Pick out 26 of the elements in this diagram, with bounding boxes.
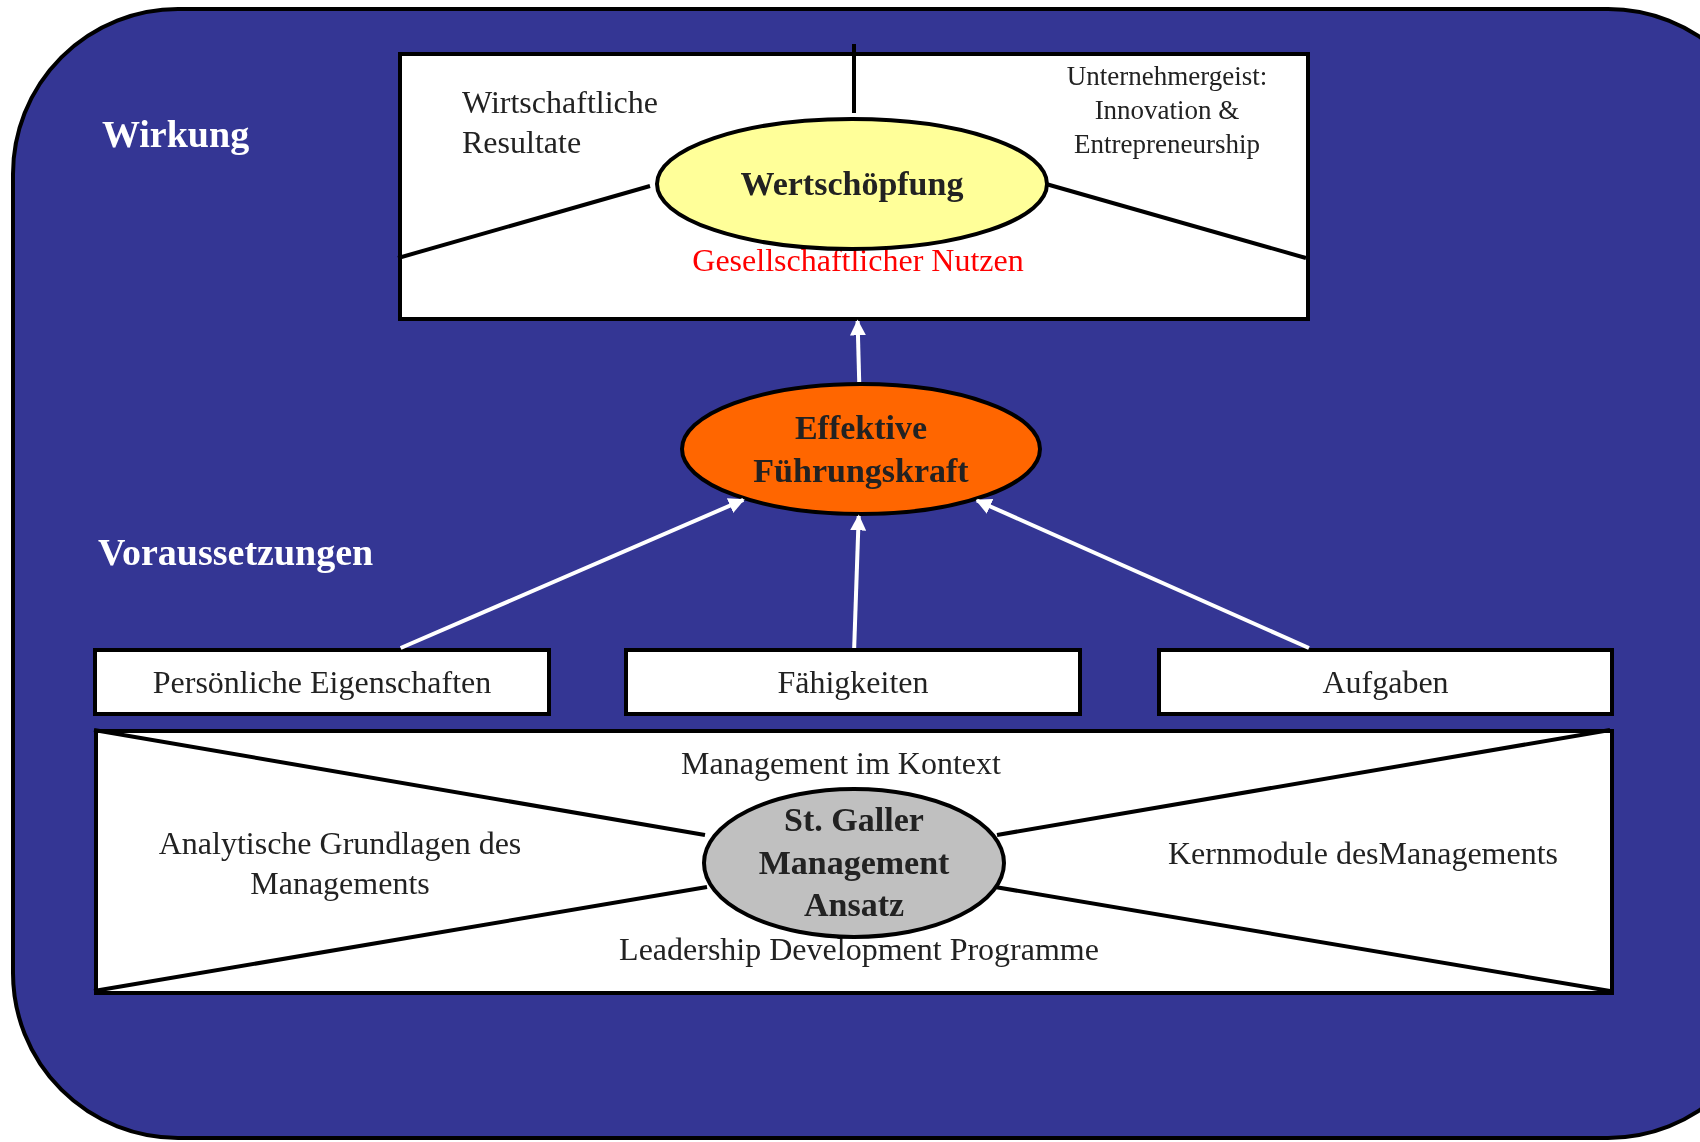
node-text: Fähigkeiten [776,663,930,702]
node-text: St. Galler Management Ansatz [757,800,951,926]
ellipse-node [655,117,1049,251]
node-text: Effektive Führungskraft [752,407,970,491]
section-heading: Voraussetzungen [98,530,374,574]
node-text: Leadership Development Programme [618,930,1100,969]
node-text: Unternehmergeist: Innovation & Entrepreneurship [1065,60,1269,161]
node-text: Gesellschaftlicher Nutzen [691,241,1025,280]
ellipse-node [702,787,1006,939]
arrow [849,319,866,383]
ellipse-node [680,382,1042,516]
node-text: Aufgaben [1321,663,1450,702]
node-text: Persönliche Eigenschaften [151,663,493,702]
node-text: Analytische Grundlagen des Managements [157,824,523,903]
node-text: Kernmodule desManagements [1166,834,1560,873]
node-text: Management im Kontext [680,744,1002,783]
text-box [624,648,1082,716]
text-box [94,729,1614,995]
text-box [93,648,551,716]
node-text: Wertschöpfung [739,163,965,204]
node-text: Wirtschaftliche Resultate [462,83,659,162]
arrow [399,498,745,650]
arrow [975,498,1310,650]
text-box [1157,648,1614,716]
arrow [850,514,867,649]
section-heading: Wirkung [102,112,250,156]
